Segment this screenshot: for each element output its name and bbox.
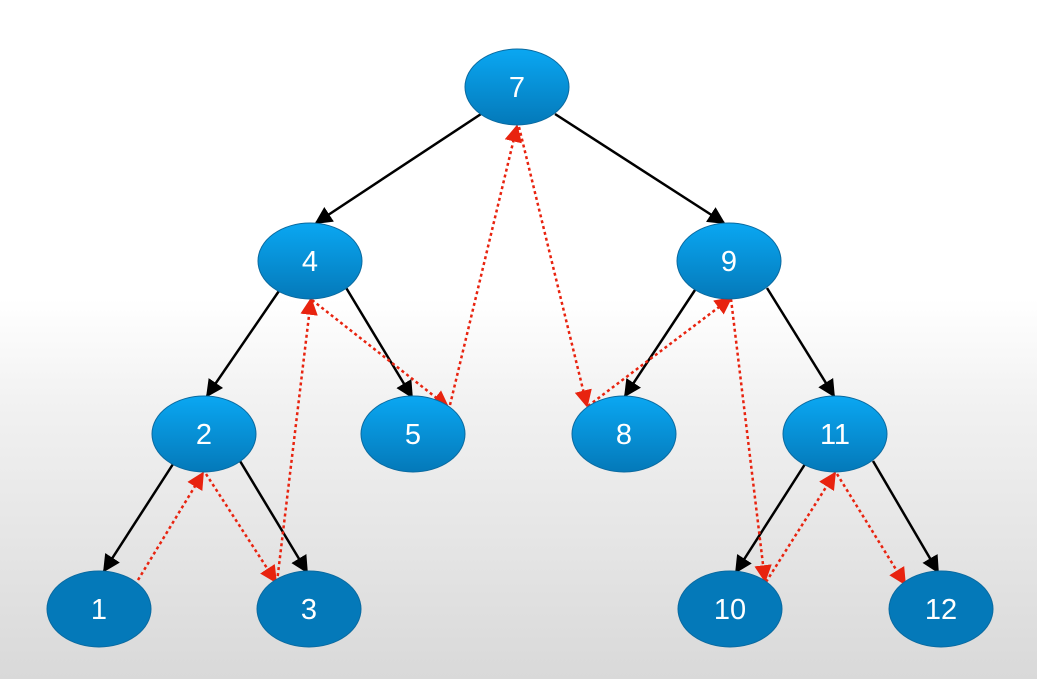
node-label: 9 (721, 246, 737, 278)
tree-edge-n4-n5 (343, 285, 414, 399)
thread-edges (136, 124, 907, 586)
node-label: 7 (509, 72, 525, 104)
tree-edges (102, 112, 940, 574)
thread-edge-n2-n3 (204, 473, 278, 584)
tree-edge-n9-n11 (765, 287, 836, 398)
node-ellipse (46, 570, 152, 648)
thread-edge-n8-n9 (587, 296, 733, 407)
node-label: 12 (925, 594, 957, 626)
node-label: 1 (91, 594, 107, 626)
node-label: 10 (714, 594, 746, 626)
node-ellipse (360, 395, 466, 473)
tree-node-4: 4 (257, 222, 363, 300)
node-ellipse (782, 395, 888, 473)
node-label: 3 (301, 594, 317, 626)
tree-node-2: 2 (151, 395, 257, 473)
tree-node-1: 1 (46, 570, 152, 648)
tree-node-11: 11 (782, 395, 888, 473)
node-label: 8 (616, 419, 632, 451)
node-ellipse (676, 222, 782, 300)
node-ellipse (888, 570, 994, 648)
tree-edge-n9-n8 (623, 286, 699, 398)
thread-edge-n10-n11 (764, 471, 837, 583)
tree-edge-n7-n4 (314, 112, 482, 225)
thread-edge-n9-n10 (729, 298, 772, 583)
tree-edge-n7-n9 (554, 112, 726, 225)
tree-edge-n2-n3 (238, 460, 309, 574)
node-label: 11 (820, 419, 850, 451)
tree-node-7: 7 (464, 48, 570, 126)
node-label: 5 (405, 419, 421, 451)
thread-edge-n4-n5 (311, 299, 450, 409)
tree-node-10: 10 (677, 570, 783, 648)
tree-node-9: 9 (676, 222, 782, 300)
thread-edge-n1-n2 (136, 471, 205, 581)
node-label: 4 (302, 246, 318, 278)
tree-node-8: 8 (571, 395, 677, 473)
node-ellipse (677, 570, 783, 648)
tree-edge-n2-n1 (102, 460, 177, 573)
thread-edge-n7-n8 (517, 126, 592, 408)
tree-edge-n4-n2 (205, 287, 283, 398)
thread-edge-n11-n12 (835, 473, 907, 586)
tree-node-12: 12 (888, 570, 994, 648)
node-label: 2 (196, 419, 212, 451)
tree-edge-n11-n12 (871, 460, 940, 574)
node-ellipse (571, 395, 677, 473)
node-ellipse (464, 48, 570, 126)
thread-edge-n5-n7 (448, 124, 522, 406)
node-ellipse (151, 395, 257, 473)
node-ellipse (256, 570, 362, 648)
thread-edge-n3-n4 (275, 297, 318, 583)
tree-edge-n11-n10 (734, 460, 809, 574)
tree-node-5: 5 (360, 395, 466, 473)
tree-node-3: 3 (256, 570, 362, 648)
node-ellipse (257, 222, 363, 300)
